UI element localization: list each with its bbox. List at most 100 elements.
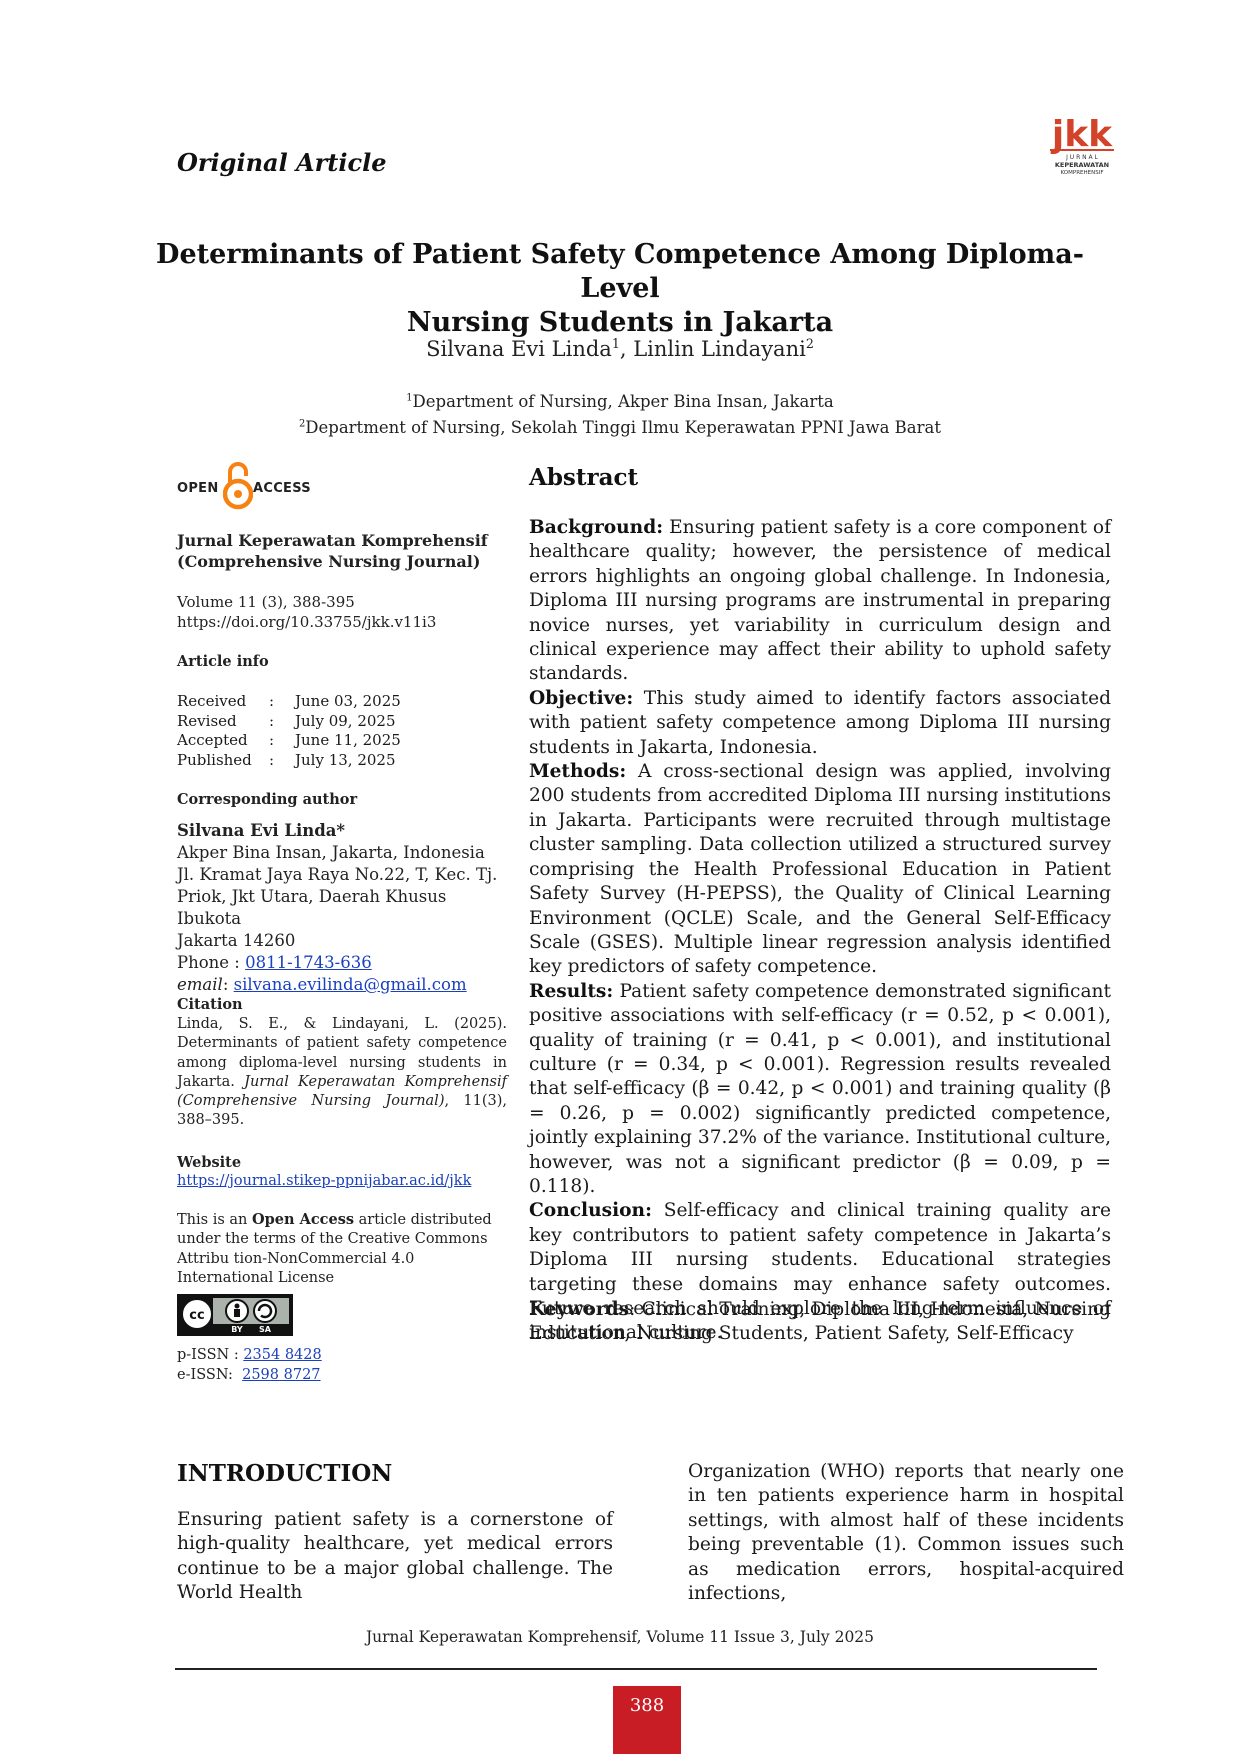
abstract-methods: Methods: A cross-sectional design was ap… (529, 760, 1111, 980)
date-row-published: Published: July 13, 2025 (177, 751, 401, 771)
results-text: Patient safety competence demonstrated s… (529, 980, 1111, 1197)
abstract-heading: Abstract (529, 464, 639, 491)
affiliation-1-sup: 1 (406, 392, 413, 404)
eissn-label: e-ISSN: (177, 1366, 243, 1383)
email-label: email (177, 975, 223, 994)
volume-info: Volume 11 (3), 388-395 https://doi.org/1… (177, 593, 507, 632)
journal-logo: jkk J U R N A L KEPERAWATAN KOMPREHENSIF (1046, 106, 1118, 178)
corresponding-author-name: Silvana Evi Linda* (177, 821, 346, 840)
corr-address-line2: Jl. Kramat Jaya Raya No.22, T, Kec. Tj. (177, 865, 498, 884)
email-link[interactable]: silvana.evilinda@gmail.com (233, 975, 467, 994)
article-title: Determinants of Patient Safety Competenc… (120, 238, 1120, 340)
journal-name: Jurnal Keperawatan Komprehensif (Compreh… (177, 530, 507, 572)
article-dates: Received:June 03, 2025 Revised:July 09, … (177, 692, 401, 770)
affiliation-2: 2Department of Nursing, Sekolah Tinggi I… (120, 418, 1120, 437)
open-access-badge: OPEN ACCESS (177, 460, 327, 516)
conclusion-text: Self-efficacy and clinical training qual… (529, 1200, 1111, 1344)
phone-line: Phone : 0811-1743-636 (177, 952, 507, 974)
date-label: Accepted (177, 731, 248, 749)
keywords-text: : Clinical Training, Diploma III, Indone… (529, 1299, 1111, 1345)
abstract-objective: Objective: This study aimed to identify … (529, 687, 1111, 760)
eissn-line: e-ISSN: 2598 8727 (177, 1366, 507, 1386)
date-value: July 13, 2025 (295, 750, 396, 769)
corr-address-line4: Jakarta 14260 (177, 931, 296, 950)
logo-sub2: KEPERAWATAN (1055, 161, 1109, 169)
pissn-label: p-ISSN : (177, 1347, 244, 1363)
keywords-label: Keywords (529, 1299, 630, 1320)
journal-name-line1: Jurnal Keperawatan Komprehensif (177, 531, 488, 550)
abstract-conclusion: Conclusion: Self-efficacy and clinical t… (529, 1199, 1111, 1345)
conclusion-label: Conclusion: (529, 1200, 652, 1222)
abstract-body: Background: Ensuring patient safety is a… (529, 516, 1111, 1346)
access-label: ACCESS (253, 481, 311, 496)
citation-journal: Jurnal Keperawatan Komprehensif (Compreh… (177, 1073, 507, 1110)
svg-text:cc: cc (189, 1308, 204, 1323)
affiliation-2-text: Department of Nursing, Sekolah Tinggi Il… (305, 418, 941, 437)
abstract-background: Background: Ensuring patient safety is a… (529, 516, 1111, 687)
article-type-label: Original Article (177, 148, 387, 177)
background-text: Ensuring patient safety is a core compon… (529, 517, 1111, 685)
date-row-accepted: Accepted:June 11, 2025 (177, 731, 401, 751)
doi-text: https://doi.org/10.33755/jkk.v11i3 (177, 612, 437, 631)
date-value: June 11, 2025 (295, 731, 401, 749)
title-line-1: Determinants of Patient Safety Competenc… (156, 239, 1084, 304)
background-label: Background: (529, 517, 664, 538)
pissn-line: p-ISSN : 2354 8428 (177, 1346, 507, 1366)
author-1-sup: 1 (611, 336, 620, 351)
corresponding-author-heading: Corresponding author (177, 791, 358, 808)
date-row-received: Received:June 03, 2025 (177, 692, 401, 712)
journal-name-line2: (Comprehensive Nursing Journal) (177, 552, 481, 571)
license-bold: Open Access (251, 1211, 355, 1228)
cc-by-label: BY (231, 1325, 243, 1334)
abstract-results: Results: Patient safety competence demon… (529, 980, 1111, 1200)
email-line: email: silvana.evilinda@gmail.com (177, 974, 507, 996)
introduction-right-column: Organization (WHO) reports that nearly o… (688, 1461, 1124, 1605)
date-sep: : (269, 711, 275, 730)
author-separator: , (619, 337, 634, 361)
author-2: Linlin Lindayani (633, 337, 806, 361)
pissn-link[interactable]: 2354 8428 (243, 1347, 322, 1363)
license-pre: This is an (177, 1212, 252, 1228)
results-label: Results: (529, 980, 614, 1002)
volume-text: Volume 11 (3), 388-395 (177, 593, 355, 611)
date-sep: : (269, 692, 275, 710)
objective-text: This study aimed to identify factors ass… (529, 687, 1111, 758)
website-heading: Website (177, 1154, 242, 1171)
date-row-revised: Revised:July 09, 2025 (177, 712, 401, 732)
logo-letters: jkk (1050, 114, 1113, 155)
cc-license-badge[interactable]: cc BY SA (177, 1294, 293, 1336)
title-line-2: Nursing Students in Jakarta (406, 307, 834, 338)
corresponding-author-block: Silvana Evi Linda* Akper Bina Insan, Jak… (177, 820, 507, 996)
affiliation-1: 1Department of Nursing, Akper Bina Insan… (120, 392, 1120, 411)
affiliation-1-text: Department of Nursing, Akper Bina Insan,… (412, 392, 834, 411)
open-access-lock-icon (223, 462, 253, 510)
objective-label: Objective: (529, 687, 634, 709)
date-label: Published (177, 750, 252, 769)
article-info-heading: Article info (177, 653, 269, 670)
logo-sub3: KOMPREHENSIF (1061, 170, 1104, 176)
date-sep: : (269, 750, 275, 769)
cc-icon (181, 1298, 213, 1330)
citation-tail: , 11(3), 388–395. (177, 1093, 507, 1129)
methods-label: Methods: (529, 761, 627, 783)
introduction-left-column: Ensuring patient safety is a cornerstone… (177, 1509, 613, 1604)
author-1: Silvana Evi Linda (426, 337, 612, 361)
citation-text: Linda, S. E., & Lindayani, L. (2025). De… (177, 1015, 507, 1131)
website-link[interactable]: https://journal.stikep-ppnijabar.ac.id/j… (177, 1173, 472, 1189)
corr-address-line3: Priok, Jkt Utara, Daerah Khusus Ibukota (177, 887, 447, 928)
sa-share-icon (253, 1299, 277, 1323)
date-label: Received (177, 692, 247, 710)
affiliation-2-sup: 2 (298, 418, 306, 430)
date-label: Revised (177, 711, 237, 730)
license-post: article distributed under the terms of t… (177, 1212, 492, 1286)
page-number: 388 (613, 1686, 681, 1754)
phone-link[interactable]: 0811-1743-636 (245, 953, 372, 972)
eissn-link[interactable]: 2598 8727 (242, 1366, 321, 1383)
introduction-heading: INTRODUCTION (177, 1460, 393, 1487)
corr-address-line1: Akper Bina Insan, Jakarta, Indonesia (177, 843, 485, 862)
footer-journal-issue: Jurnal Keperawatan Komprehensif, Volume … (365, 1628, 875, 1646)
keywords: Keywords: Clinical Training, Diploma III… (529, 1298, 1111, 1347)
author-list: Silvana Evi Linda1, Linlin Lindayani2 (120, 336, 1120, 361)
website-line: https://journal.stikep-ppnijabar.ac.id/j… (177, 1172, 507, 1192)
